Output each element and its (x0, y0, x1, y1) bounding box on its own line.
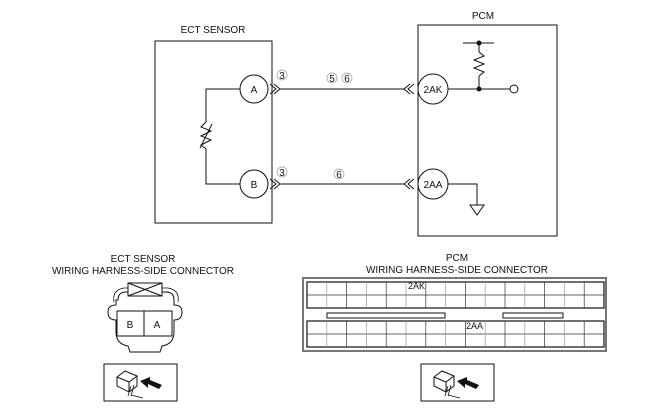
sensor-connector (107, 282, 183, 353)
svg-text:5: 5 (329, 74, 335, 85)
svg-text:6: 6 (336, 170, 342, 181)
pcm-pin-2ak-label: 2AK (408, 281, 425, 291)
junction-dot (476, 86, 482, 92)
sensor-box (154, 40, 273, 224)
terminal-2ak-label: 2AK (424, 85, 443, 96)
pcm-box (417, 24, 558, 237)
note-6-lower: 6 (333, 168, 345, 181)
connector-harness-view-icon (103, 363, 178, 402)
sensor-pin-a: A (154, 320, 161, 331)
connector-chevron-2ak (403, 83, 415, 95)
pcm-connector-lower-row (306, 320, 605, 348)
note-6-upper: 6 (341, 72, 353, 85)
pcm-connector-rail-left (326, 312, 446, 319)
note-3-a: 3 (276, 69, 288, 82)
terminal-a (239, 74, 269, 104)
sensor-pin-b: B (127, 320, 134, 331)
signal-terminal (509, 84, 519, 94)
terminal-a-label: A (251, 85, 258, 96)
terminal-b (239, 169, 269, 199)
terminal-b-label: B (251, 180, 258, 191)
pcm-connector-title-1: PCM (446, 253, 468, 264)
thermistor (199, 88, 240, 185)
svg-text:3: 3 (279, 71, 285, 82)
junction-dot-top (476, 40, 482, 46)
ground-icon (448, 183, 485, 216)
sensor-connector-title-2: WIRING HARNESS-SIDE CONNECTOR (52, 266, 234, 277)
svg-text:3: 3 (279, 168, 285, 179)
pcm-title: PCM (472, 11, 494, 22)
pcm-connector-upper-row (306, 281, 605, 309)
sensor-title: ECT SENSOR (181, 25, 246, 36)
connector-chevron-2aa (403, 178, 415, 190)
svg-text:6: 6 (344, 74, 350, 85)
pcm-connector-title-2: WIRING HARNESS-SIDE CONNECTOR (366, 265, 548, 276)
pull-up-resistor (448, 42, 510, 90)
pcm-pin-2aa-label: 2AA (466, 321, 483, 331)
terminal-2aa-label: 2AA (424, 180, 443, 191)
pcm-connector-rail-right (502, 312, 564, 319)
connector-harness-view-icon (420, 363, 495, 402)
sensor-connector-title-1: ECT SENSOR (111, 254, 176, 265)
note-5: 5 (326, 72, 338, 85)
note-3-b: 3 (276, 166, 288, 179)
